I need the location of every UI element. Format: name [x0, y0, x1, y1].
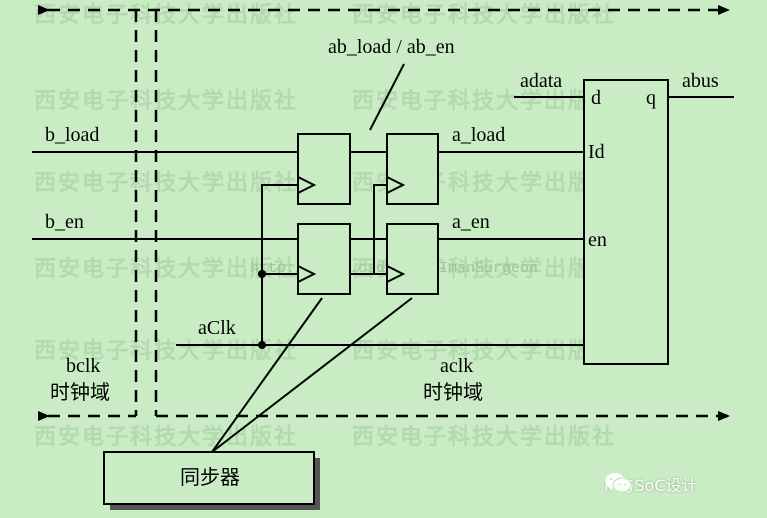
watermark-text: 西安电子科技大学出版社	[34, 2, 298, 28]
flip-flop-load-2	[386, 133, 439, 205]
watermark-text: 西安电子科技大学出版社	[34, 424, 298, 450]
watermark-text: 西安电子科技大学出版社	[34, 256, 298, 282]
domain-boundaries	[38, 5, 730, 421]
aclk-domain-label: 时钟域	[423, 380, 483, 404]
synchronizer-box	[103, 451, 315, 505]
aclk-branch-ff1	[261, 184, 298, 345]
flip-flop-en-2	[386, 223, 439, 295]
junction-dot	[258, 270, 266, 278]
bclk-label: bclk	[66, 355, 100, 377]
wires	[32, 63, 734, 453]
clock-triangle-icon	[386, 176, 406, 194]
aclk-input-label: aClk	[198, 317, 236, 339]
watermark-text: 西安电子科技大学出版社	[352, 424, 616, 450]
adata-label: adata	[520, 70, 562, 92]
a-load-label: a_load	[452, 124, 505, 146]
wechat-badge: IP与SoC设计	[604, 472, 698, 496]
b-en-label: b_en	[45, 211, 84, 233]
synchronizer-label: 同步器	[180, 465, 240, 489]
abus-label: abus	[682, 70, 719, 92]
aclk-label: aclk	[440, 355, 473, 377]
watermark-text: 西安电子科技大学出版社	[34, 338, 298, 364]
ab-label-leader	[369, 63, 405, 131]
watermark-text: 西安电子科技大学出版社	[34, 170, 298, 196]
b-load-label: b_load	[45, 124, 99, 146]
labels: ab_load / ab_en b_load b_en a_load a_en …	[45, 36, 719, 489]
flip-flop-en-1	[297, 223, 351, 295]
a-en-label: a_en	[452, 211, 490, 233]
sync-leader-1	[211, 297, 323, 453]
bclk-domain-label: 时钟域	[50, 380, 110, 404]
junction-dot	[258, 341, 266, 349]
synchronizer-flops	[297, 133, 439, 295]
clock-triangle-icon	[297, 176, 317, 194]
abus-register	[583, 79, 669, 365]
watermark-text: 西安电子科技大学出版社	[352, 338, 616, 364]
port-q-label: q	[646, 87, 656, 109]
watermark-text: 西安电子科技大学出版社	[352, 2, 616, 28]
port-en-label: en	[588, 229, 607, 251]
port-ld-label: Id	[588, 141, 605, 163]
ab-load-en-label: ab_load / ab_en	[328, 36, 455, 58]
clock-triangle-icon	[297, 265, 317, 283]
watermark-text: 西安电子科技大学出版社	[352, 88, 616, 114]
wechat-icon	[605, 473, 632, 493]
flip-flop-load-1	[297, 133, 351, 205]
clock-triangle-icon	[386, 265, 406, 283]
sync-leader-2	[211, 297, 413, 453]
watermark-text: 西安电子科技大学出版社	[34, 88, 298, 114]
port-d-label: d	[591, 87, 601, 109]
